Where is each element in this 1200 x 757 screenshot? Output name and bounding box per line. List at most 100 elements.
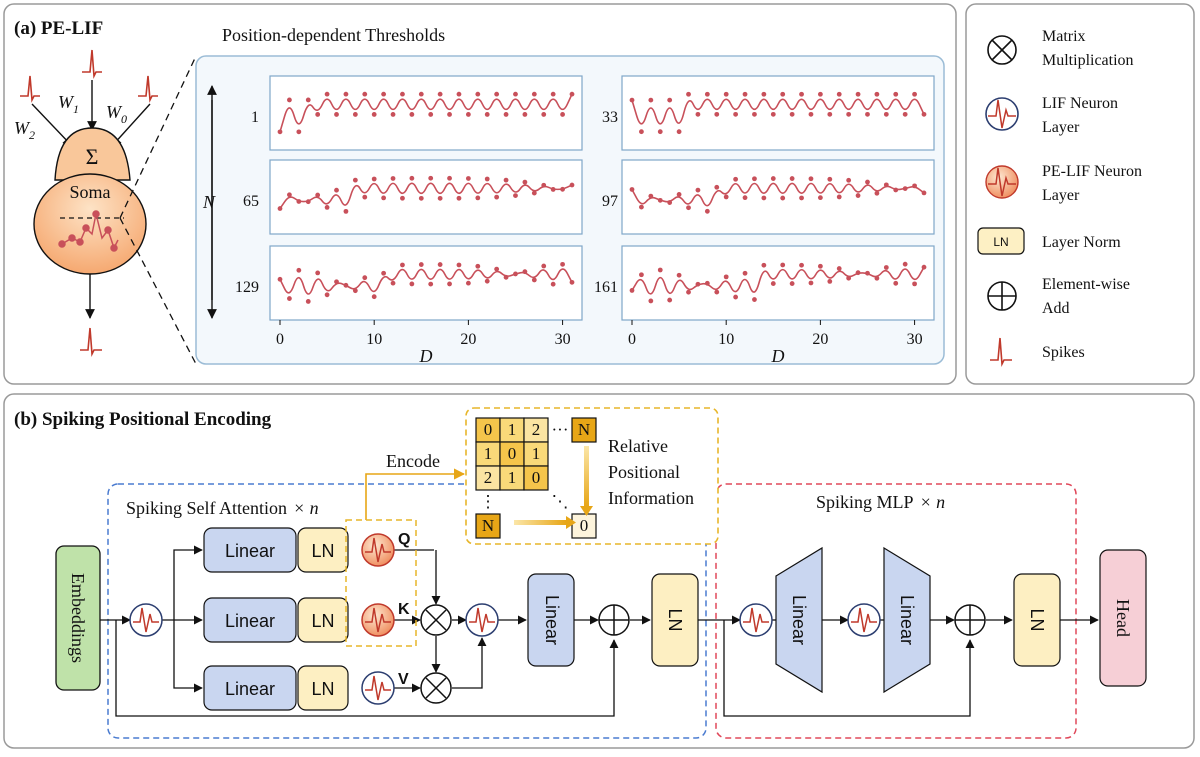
- svg-text:Q: Q: [398, 531, 410, 548]
- threshold-point: [381, 91, 387, 97]
- svg-text:LN: LN: [993, 235, 1008, 249]
- threshold-point: [846, 111, 852, 117]
- matrix-cell: [523, 465, 549, 491]
- threshold-point: [569, 279, 575, 285]
- threshold-curve: [631, 182, 925, 207]
- threshold-point: [912, 91, 917, 97]
- threshold-subplot: [621, 159, 935, 235]
- threshold-point: [381, 270, 387, 276]
- lif-neuron-icon: [847, 603, 881, 637]
- matrix-cell-value: 0: [580, 516, 589, 535]
- threshold-point: [484, 278, 490, 284]
- threshold-point: [808, 176, 814, 182]
- d-axis-label: D: [771, 346, 785, 366]
- svg-text:Linear: Linear: [225, 679, 275, 699]
- threshold-point: [277, 129, 283, 135]
- threshold-point: [400, 91, 405, 97]
- svg-text:LN: LN: [311, 541, 334, 561]
- threshold-point: [484, 112, 490, 117]
- threshold-point: [921, 190, 927, 196]
- ln-block: [1013, 573, 1061, 667]
- threshold-point: [714, 289, 720, 295]
- threshold-point: [893, 280, 899, 286]
- threshold-point: [437, 195, 443, 201]
- svg-text:Linear: Linear: [897, 595, 917, 645]
- threshold-point: [817, 263, 823, 269]
- svg-text:LIF Neuron: LIF Neuron: [1042, 95, 1118, 112]
- threshold-point: [799, 91, 804, 97]
- x-tick-label: 20: [460, 331, 476, 348]
- svg-text:Matrix: Matrix: [1042, 28, 1086, 45]
- threshold-point: [893, 187, 899, 193]
- threshold-point: [874, 275, 880, 281]
- threshold-point: [667, 200, 673, 205]
- threshold-point: [770, 111, 776, 117]
- threshold-point: [371, 294, 377, 300]
- matrix-cell: [475, 441, 501, 467]
- svg-text:LN: LN: [1027, 608, 1047, 631]
- threshold-point: [296, 267, 302, 273]
- legend-pe-lif: PE-LIF Neuron Layer: [985, 163, 1142, 204]
- matrix-cell-value: 0: [484, 420, 493, 439]
- row-label: 33: [602, 109, 618, 126]
- threshold-point: [475, 263, 481, 269]
- threshold-point: [315, 112, 321, 117]
- threshold-point: [808, 280, 814, 286]
- threshold-point: [503, 274, 509, 280]
- threshold-point: [770, 281, 776, 286]
- threshold-point: [418, 195, 424, 201]
- spike-icon: [82, 49, 102, 79]
- v-branch: Linear LN V: [203, 665, 409, 711]
- panel-a-title: (a) PE-LIF: [14, 18, 103, 39]
- threshold-point: [723, 91, 729, 97]
- threshold-point: [723, 194, 729, 200]
- threshold-point: [277, 276, 283, 282]
- threshold-point: [836, 266, 842, 271]
- row-label: 97: [602, 193, 618, 210]
- linear-block: [527, 573, 575, 667]
- threshold-point: [733, 176, 739, 182]
- svg-text:Information: Information: [608, 488, 694, 508]
- threshold-subplot: [269, 245, 583, 321]
- threshold-point: [352, 288, 358, 294]
- threshold-point: [531, 190, 537, 196]
- threshold-point: [865, 179, 870, 185]
- threshold-subplot: [269, 159, 583, 235]
- threshold-point: [503, 177, 509, 183]
- threshold-point: [714, 184, 720, 190]
- threshold-point: [846, 177, 852, 183]
- threshold-point: [522, 179, 528, 185]
- threshold-point: [456, 91, 462, 97]
- linear-block: [203, 527, 297, 573]
- threshold-point: [648, 298, 654, 304]
- threshold-point: [874, 190, 880, 196]
- svg-text:PE-LIF Neuron: PE-LIF Neuron: [1042, 163, 1142, 180]
- threshold-point: [428, 175, 434, 181]
- threshold-point: [550, 281, 556, 287]
- threshold-point: [437, 262, 443, 267]
- threshold-point: [362, 194, 368, 200]
- threshold-point: [695, 281, 701, 287]
- threshold-point: [494, 91, 500, 97]
- matrix-cell: [571, 417, 597, 443]
- threshold-point: [865, 111, 870, 117]
- matrix-cell-value: ⋮: [480, 492, 497, 511]
- threshold-point: [362, 275, 368, 281]
- threshold-point: [569, 91, 575, 97]
- threshold-point: [475, 91, 481, 97]
- threshold-point: [883, 265, 889, 270]
- threshold-point: [560, 186, 565, 192]
- spike-icon: [138, 75, 158, 103]
- mlp-linear-expand: [775, 546, 823, 694]
- pe-lif-neuron-icon: [985, 165, 1019, 199]
- threshold-point: [761, 262, 767, 268]
- threshold-point: [667, 97, 673, 103]
- output-spike-icon: [80, 327, 102, 357]
- threshold-point: [541, 112, 547, 117]
- pe-lif-neuron-icon: [361, 603, 395, 637]
- threshold-point: [437, 91, 443, 97]
- head-block: [1099, 549, 1147, 687]
- row-label: 1: [251, 109, 259, 126]
- threshold-point: [343, 208, 349, 214]
- threshold-point: [494, 194, 500, 200]
